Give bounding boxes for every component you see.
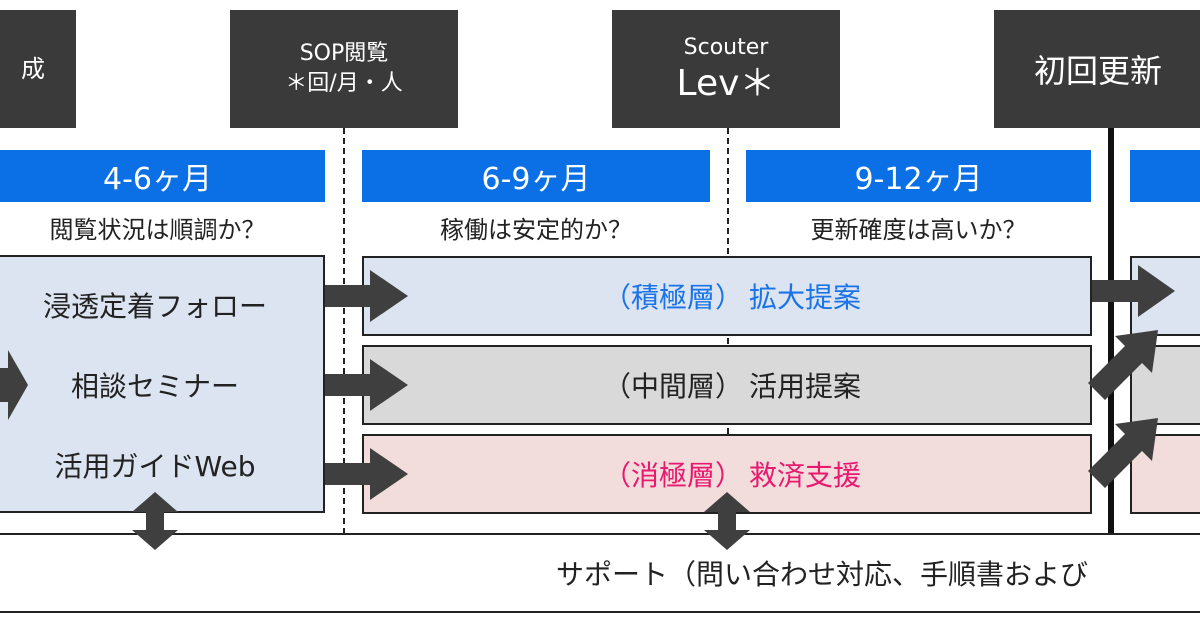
support-text: サポート（問い合わせ対応、手順書および bbox=[556, 558, 1089, 591]
period-1-label: 4-6ヶ月 bbox=[103, 162, 212, 197]
period-header-3: 9-12ヶ月 bbox=[746, 150, 1091, 202]
milestone-box-2: SOP閲覧 ＊回/月・人 bbox=[230, 10, 458, 128]
milestone-3-line1: Scouter bbox=[683, 35, 769, 61]
left-panel bbox=[0, 255, 325, 513]
arrow-middle-up bbox=[1088, 330, 1158, 400]
arrow-passive-up bbox=[1088, 418, 1158, 488]
milestone-2-line2: ＊回/月・人 bbox=[285, 71, 403, 96]
arrow-updown-middle bbox=[704, 492, 750, 550]
arrow-to-passive bbox=[325, 448, 408, 500]
period-header-1: 4-6ヶ月 bbox=[0, 150, 325, 202]
arrow-updown-left bbox=[132, 492, 178, 550]
lane-active-tier: （積極層） bbox=[602, 281, 743, 314]
left-item-guide-web: 活用ガイドWeb bbox=[54, 450, 256, 483]
lane-passive-action: 救済支援 bbox=[749, 459, 862, 492]
support-bar: サポート（問い合わせ対応、手順書および bbox=[0, 533, 1200, 613]
period-2-question: 稼働は安定的か？ bbox=[440, 216, 632, 244]
milestone-4-label: 初回更新 bbox=[1034, 52, 1163, 90]
lane-passive-tier: （消極層） bbox=[602, 459, 743, 492]
milestone-2-line1: SOP閲覧 bbox=[299, 41, 389, 67]
left-item-seminar: 相談セミナー bbox=[70, 370, 239, 403]
divider-solid bbox=[1108, 128, 1114, 534]
milestone-box-4: 初回更新 bbox=[994, 10, 1200, 128]
milestone-box-3: Scouter Lev＊ bbox=[612, 10, 840, 128]
lane-middle: （中間層） 活用提案 bbox=[362, 345, 1092, 425]
left-item-followup: 浸透定着フォロー bbox=[42, 290, 267, 323]
arrow-to-active bbox=[325, 270, 408, 322]
period-header-2: 6-9ヶ月 bbox=[362, 150, 710, 202]
lane-middle-tier: （中間層） bbox=[602, 370, 743, 403]
arrow-to-middle bbox=[325, 359, 408, 411]
milestone-box-1: 成 bbox=[0, 10, 76, 128]
arrow-left-edge bbox=[0, 350, 28, 420]
lane-middle-action: 活用提案 bbox=[749, 370, 862, 403]
lane-active: （積極層） 拡大提案 bbox=[362, 256, 1092, 336]
period-1-question: 閲覧状況は順調か？ bbox=[49, 216, 266, 244]
divider-dashed-1 bbox=[343, 128, 345, 534]
arrow-active-right bbox=[1092, 265, 1175, 317]
period-header-4 bbox=[1130, 150, 1200, 202]
period-2-label: 6-9ヶ月 bbox=[481, 162, 591, 197]
lane-active-action: 拡大提案 bbox=[749, 281, 862, 314]
period-3-label: 9-12ヶ月 bbox=[854, 162, 983, 197]
period-3-question: 更新確度は高いか？ bbox=[810, 216, 1027, 244]
milestone-1-label: 成 bbox=[21, 54, 45, 83]
milestone-3-line2: Lev＊ bbox=[676, 63, 776, 105]
